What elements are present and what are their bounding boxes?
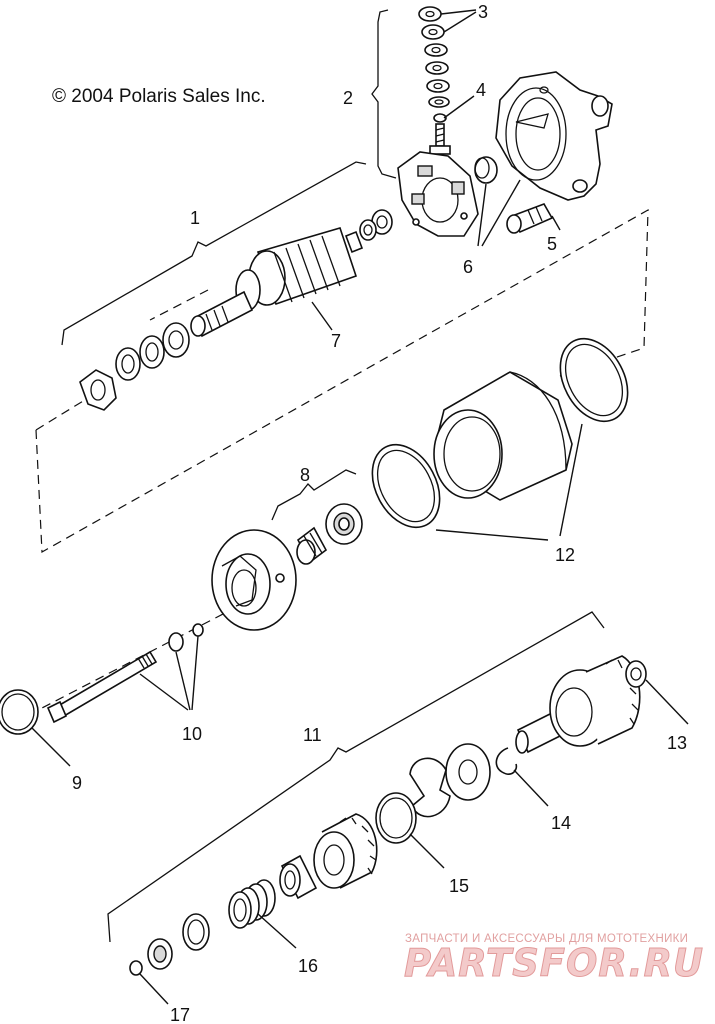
watermark-tagline: ЗАПЧАСТИ И АКСЕССУАРЫ ДЛЯ МОТОТЕХНИКИ [405,933,688,945]
rear-end-cap [495,71,613,201]
callout-11: 11 [303,725,322,745]
front-washer [147,938,173,970]
retaining-ring-inner [379,797,413,839]
housing-seal-rear-inner [564,343,624,417]
armature [190,227,364,338]
bolt-o-ring [192,623,204,637]
leader-lines [31,9,689,1005]
through-bolt [46,650,158,724]
callout-14: 14 [551,813,571,833]
callout-8: 8 [300,465,310,485]
shaft-washer-rear [625,660,647,688]
copyright-text: © 2004 Polaris Sales Inc. [52,86,266,107]
armature-washers-front [115,322,190,381]
callout-10: 10 [182,724,202,744]
pinion-gear [313,813,378,889]
callout-3: 3 [478,2,488,22]
callout-1: 1 [190,208,200,228]
needle-bearing [296,526,328,565]
dashed-line-left [35,397,89,431]
callout-13: 13 [667,733,687,753]
retaining-ring [375,792,417,844]
callout-15: 15 [449,876,469,896]
bracket-2 [371,9,397,179]
o-ring-small [433,113,447,123]
housing-seal-front-inner [376,449,436,523]
clutch-spring-plate [409,757,451,818]
callout-7: 7 [331,331,341,351]
callout-2: 2 [343,88,353,108]
oil-seal [325,503,363,545]
bracket-11 [107,611,605,943]
motor-housing [433,371,573,501]
bracket-8 [271,469,357,521]
shaft-washer-rear-hole [630,667,642,681]
large-o-ring-inner [1,693,35,731]
coil-spring [228,879,276,929]
callout-6: 6 [463,257,473,277]
drive-gear-shaft [515,655,641,754]
nut-washer-stack [418,6,450,108]
callout-16: 16 [298,956,318,976]
dashed-alignment-frame [35,208,649,554]
terminal-stud [429,123,451,155]
front-drive-housing [211,529,297,631]
brush-holder-ring [79,369,117,411]
callout-12: 12 [555,545,575,565]
large-o-ring [0,689,39,735]
pinion-sleeve [279,854,318,900]
callout-9: 9 [72,773,82,793]
watermark-logo: PARTSFOR.RU [404,941,704,985]
dashed-axis-armature [149,289,209,321]
callout-17: 17 [170,1005,190,1024]
bolt-lock-washer [168,632,184,652]
callout-4: 4 [476,80,486,100]
snap-ring [495,747,518,775]
bushing [474,156,498,184]
mounting-screw [506,203,554,234]
armature-washers-rear [359,209,393,241]
callout-5: 5 [547,234,557,254]
spring-collar [182,913,210,951]
small-clip [129,960,143,976]
dashed-axis-bolt [41,599,251,709]
brush-plate [397,151,479,237]
thrust-washer [445,743,491,801]
bracket-1 [61,161,367,346]
